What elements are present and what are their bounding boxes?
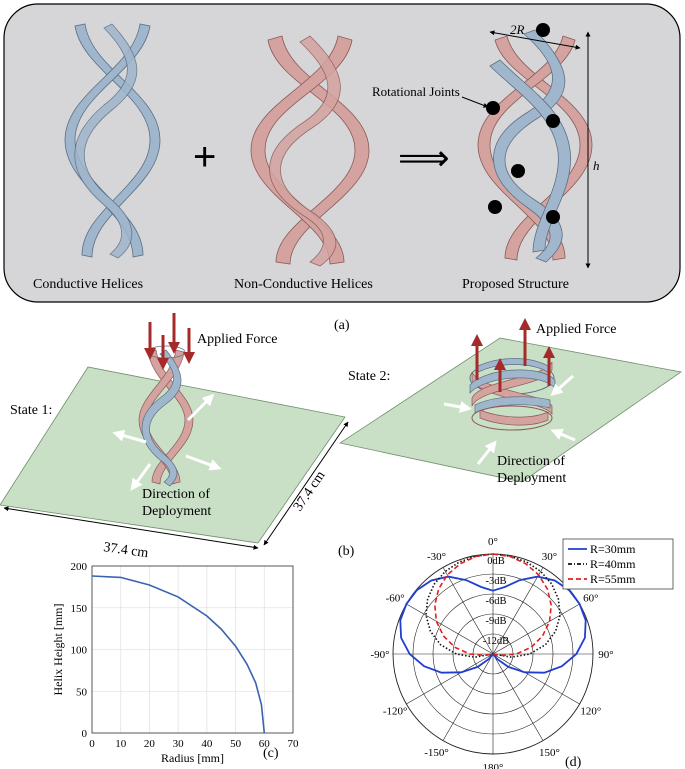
polar-spoke [406, 653, 494, 705]
polar-angle-label: -30° [427, 551, 446, 563]
caption-d: (d) [565, 755, 582, 769]
panel-a: + ⟹ 2R [3, 3, 681, 303]
dimension-y-arrow [263, 421, 349, 546]
legend-box [562, 538, 674, 590]
rotational-joint [486, 101, 500, 115]
rotational-joint [546, 210, 560, 224]
legend-label-r30: R=30mm [590, 542, 636, 556]
force-arrows-state2 [471, 318, 555, 392]
nonconductive-helices-label: Non-Conductive Helices [234, 277, 373, 292]
dimension-x-arrow [3, 506, 259, 550]
dimension-2r-label: 2R [510, 22, 525, 37]
y-tick-label: 100 [71, 645, 88, 657]
rotational-joint [511, 164, 525, 178]
state2-label: State 2: [348, 369, 390, 384]
polar-angle-label: 90° [598, 649, 613, 661]
polar-series-r40mm [425, 553, 561, 659]
legend-label-r40: R=40mm [590, 557, 636, 571]
polar-spoke [492, 653, 544, 741]
state1-label: State 1: [10, 403, 52, 418]
x-tick-label: 0 [89, 738, 95, 750]
polar-radial-label: -12dB [483, 636, 509, 647]
legend-label-r55: R=55mm [590, 572, 636, 586]
force-arrows-state1 [144, 313, 195, 370]
proposed-structure-label: Proposed Structure [462, 277, 569, 292]
polar-angle-label: 150° [539, 747, 560, 759]
polar-radial-label: 0dB [487, 556, 505, 567]
polar-radial-label: -9dB [486, 616, 507, 627]
plus-sign: + [193, 135, 216, 179]
y-tick-label: 50 [76, 686, 88, 698]
rotational-joints-label: Rotational Joints [372, 84, 460, 99]
polar-spoke [492, 653, 580, 705]
panel-b: State 1: Applied Force Direction of Depl… [0, 313, 683, 561]
polar-spoke [492, 567, 544, 655]
x-tick-label: 40 [201, 738, 213, 750]
polar-spoke [492, 603, 580, 655]
applied-force-label-2: Applied Force [536, 322, 616, 337]
dimension-2r-arrow [489, 30, 581, 50]
implies-arrow: ⟹ [398, 137, 450, 178]
x-tick-label: 20 [144, 738, 156, 750]
polar-angle-label: -120° [383, 706, 408, 718]
polar-angle-label: 30° [542, 551, 557, 563]
polar-radial-label: -6dB [486, 596, 507, 607]
polar-series-r55mm [433, 553, 553, 657]
proposed-structure-illustration [461, 23, 593, 269]
ground-plane-2 [338, 337, 683, 483]
rotational-joint [536, 23, 550, 37]
conductive-helices-illustration [64, 23, 161, 259]
nonconductive-helices-illustration [250, 35, 370, 267]
polar-radial-label: -3dB [486, 576, 507, 587]
y-tick-label: 0 [82, 728, 88, 740]
polar-legend: R=30mm R=40mm R=55mm [562, 538, 674, 590]
y-tick-label: 150 [71, 603, 88, 615]
conductive-helices-label: Conductive Helices [33, 277, 143, 292]
y-axis-label: Helix Height [mm] [51, 604, 65, 696]
polar-spoke [442, 653, 494, 741]
polar-spoke [442, 567, 494, 655]
dimension-x-label: 37.4 cm [102, 540, 149, 561]
x-tick-label: 70 [288, 738, 300, 750]
deploy-label-2a: Direction of [497, 454, 565, 469]
polar-angle-label: 120° [580, 706, 601, 718]
antenna-state2 [469, 358, 556, 431]
deploy-arrows-state1 [112, 393, 222, 491]
x-tick-label: 30 [173, 738, 185, 750]
joints-pointer-arrow [461, 96, 489, 108]
rotational-joint [488, 200, 502, 214]
polar-angle-label: -60° [386, 593, 405, 605]
plot-frame [91, 565, 294, 734]
rotational-joint [546, 114, 560, 128]
x-axis-label: Radius [mm] [161, 751, 224, 765]
x-tick-label: 60 [259, 738, 271, 750]
deploy-label-2b: Deployment [497, 471, 566, 486]
deploy-label-1b: Deployment [142, 504, 211, 519]
deploy-label-1a: Direction of [142, 487, 210, 502]
x-tick-label: 50 [230, 738, 242, 750]
polar-angle-label: 0° [488, 536, 498, 548]
polar-angle-label: -150° [424, 747, 449, 759]
polar-angle-label: 60° [583, 593, 598, 605]
polar-angle-label: 180° [483, 762, 504, 769]
chart-polar-pattern: 0° 30° 60° 90° 120° 150° 180° -150° -120° -90° -60… [370, 536, 613, 769]
x-tick-label: 10 [115, 738, 127, 750]
applied-force-label-1: Applied Force [197, 332, 277, 347]
deploy-arrows-state2 [443, 374, 576, 465]
polar-angle-label: -90° [370, 649, 389, 661]
caption-c: (c) [263, 746, 279, 761]
dimension-h-label: h [593, 158, 600, 173]
caption-a: (a) [334, 318, 350, 333]
series-line [91, 575, 266, 734]
polar-spoke [406, 603, 494, 655]
caption-b: (b) [338, 544, 355, 559]
y-tick-label: 200 [71, 561, 88, 573]
